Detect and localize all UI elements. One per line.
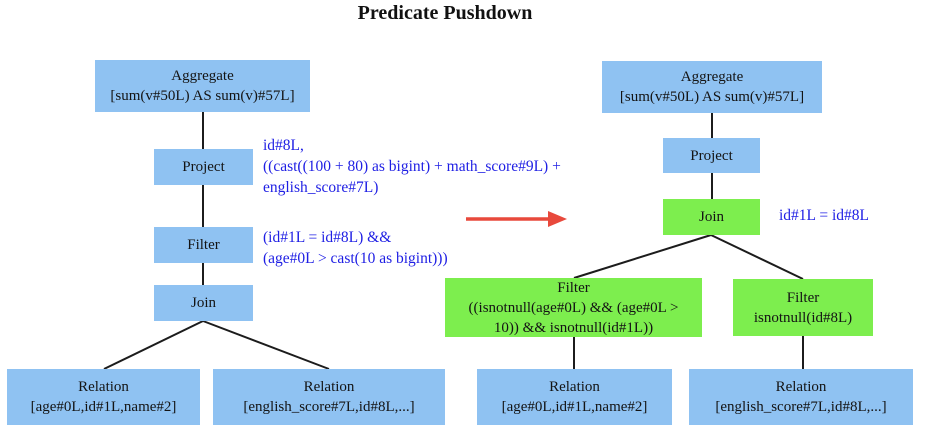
filter-condition-note: (id#1L = id#8L) && (age#0L > cast(10 as … <box>263 229 448 267</box>
node-detail: [age#0L,id#1L,name#2] <box>30 399 177 415</box>
right-filter-right-node: Filter isnotnull(id#8L) <box>733 279 873 336</box>
node-label: Relation <box>549 379 600 395</box>
node-label: Join <box>190 295 216 311</box>
left-join-node: Join <box>154 285 253 321</box>
node-label: Relation <box>775 379 827 395</box>
node-label: Aggregate <box>171 68 234 84</box>
right-project-node: Project <box>663 138 760 173</box>
project-expressions-note: id#8L, ((cast((100 + 80) as bigint) + ma… <box>263 137 561 196</box>
node-label: Filter <box>187 237 220 253</box>
node-detail: [english_score#7L,id#8L,...] <box>715 399 887 415</box>
left-project-node: Project <box>154 149 253 185</box>
node-label: Project <box>690 147 733 164</box>
node-detail: [sum(v#50L) AS sum(v)#57L] <box>619 89 805 105</box>
edge-left-join-relation2 <box>202 320 330 370</box>
node-detail: isnotnull(id#8L) <box>753 309 853 326</box>
left-relation-left-node: Relation [age#0L,id#1L,name#2] <box>7 369 200 425</box>
node-label: Filter <box>786 289 820 306</box>
left-relation-right-node: Relation [english_score#7L,id#8L,...] <box>213 369 445 425</box>
diagram-title: Predicate Pushdown <box>357 2 533 24</box>
node-detail: [sum(v#50L) AS sum(v)#57L] <box>110 88 295 104</box>
edge-right-join-filter1 <box>573 234 712 279</box>
right-join-node: Join <box>663 199 760 235</box>
node-detail: [age#0L,id#1L,name#2] <box>501 399 648 415</box>
node-detail: [english_score#7L,id#8L,...] <box>243 399 415 415</box>
right-relation-right-node: Relation [english_score#7L,id#8L,...] <box>689 369 913 425</box>
left-aggregate-node: Aggregate [sum(v#50L) AS sum(v)#57L] <box>95 60 310 112</box>
edge-left-join-relation1 <box>103 320 204 370</box>
transform-arrow-icon <box>466 211 567 227</box>
left-filter-node: Filter <box>154 227 253 263</box>
right-filter-left-node: Filter ((isnotnull(age#0L) && (age#0L > … <box>445 278 702 337</box>
node-label: Aggregate <box>680 69 744 85</box>
node-label: Relation <box>303 379 355 395</box>
node-label: Relation <box>78 379 129 395</box>
node-label: Project <box>182 159 225 175</box>
edge-right-join-filter2 <box>710 234 804 280</box>
node-label: Join <box>698 209 724 225</box>
join-condition-note: id#1L = id#8L <box>779 207 869 224</box>
right-relation-left-node: Relation [age#0L,id#1L,name#2] <box>477 369 672 425</box>
right-aggregate-node: Aggregate [sum(v#50L) AS sum(v)#57L] <box>602 61 822 113</box>
node-detail: ((isnotnull(age#0L) && (age#0L > 10)) &&… <box>468 299 679 336</box>
node-label: Filter <box>557 279 590 296</box>
